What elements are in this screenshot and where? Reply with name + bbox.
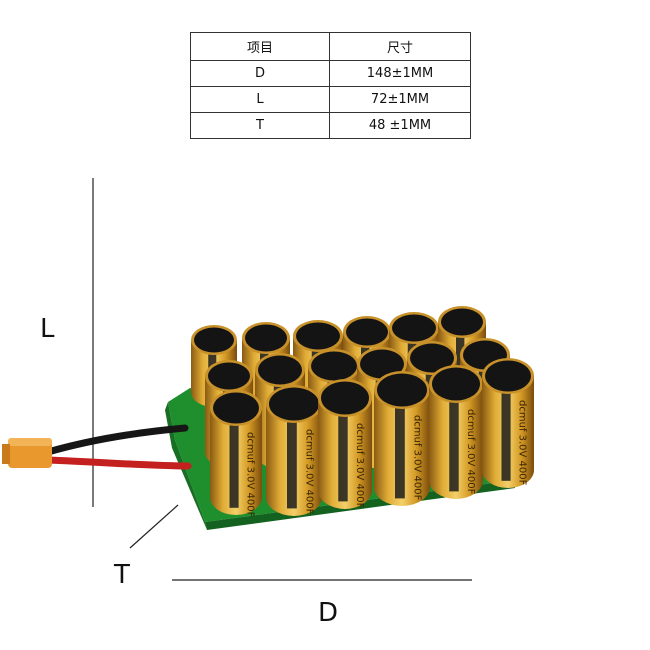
- wire-black: [44, 424, 189, 456]
- capacitor: dcmuf 3.0V 400F: [266, 385, 322, 516]
- spec-row-t: T 48 ±1MM: [190, 112, 471, 139]
- capacitor: dcmuf 3.0V 400F: [210, 390, 262, 518]
- capacitor-label: dcmuf 3.0V 400F: [304, 429, 315, 515]
- wire-red: [44, 456, 192, 470]
- capacitor: dcmuf 3.0V 400F: [318, 379, 372, 509]
- dimension-line-t: [129, 504, 179, 549]
- wire-harness: [44, 424, 192, 470]
- capacitor: dcmuf 3.0V 400F: [482, 358, 534, 488]
- header-size: 尺寸: [329, 32, 471, 61]
- spec-item-t: T: [190, 112, 330, 139]
- connector-plug: [2, 438, 52, 468]
- spec-table-header-row: 项目 尺寸: [190, 32, 471, 61]
- capacitor-label: dcmuf 3.0V 400F: [354, 423, 365, 509]
- capacitor: dcmuf 3.0V 400F: [429, 365, 483, 499]
- spec-item-l: L: [190, 86, 330, 113]
- capacitor: dcmuf 3.0V 400F: [374, 371, 430, 506]
- spec-size-l: 72±1MM: [329, 86, 471, 113]
- capacitor-label: dcmuf 3.0V 400F: [465, 409, 476, 495]
- capacitor-array: dcmuf 3.0V 400F dcmuf 3.0V 400F dcmuf 3.0V…: [191, 306, 534, 518]
- dimension-label-l: L: [40, 314, 55, 344]
- capacitor-label: dcmuf 3.0V 400F: [517, 400, 528, 486]
- spec-table: 项目 尺寸 D 148±1MM L 72±1MM T 48 ±1MM: [190, 32, 471, 139]
- capacitor-label: dcmuf 3.0V 400F: [412, 415, 423, 501]
- capacitor-label: dcmuf 3.0V 400F: [245, 432, 256, 518]
- header-item: 项目: [190, 32, 330, 61]
- dimension-label-t: T: [114, 560, 130, 590]
- spec-row-l: L 72±1MM: [190, 86, 471, 113]
- spec-size-t: 48 ±1MM: [329, 112, 471, 139]
- dimension-label-d: D: [318, 598, 339, 628]
